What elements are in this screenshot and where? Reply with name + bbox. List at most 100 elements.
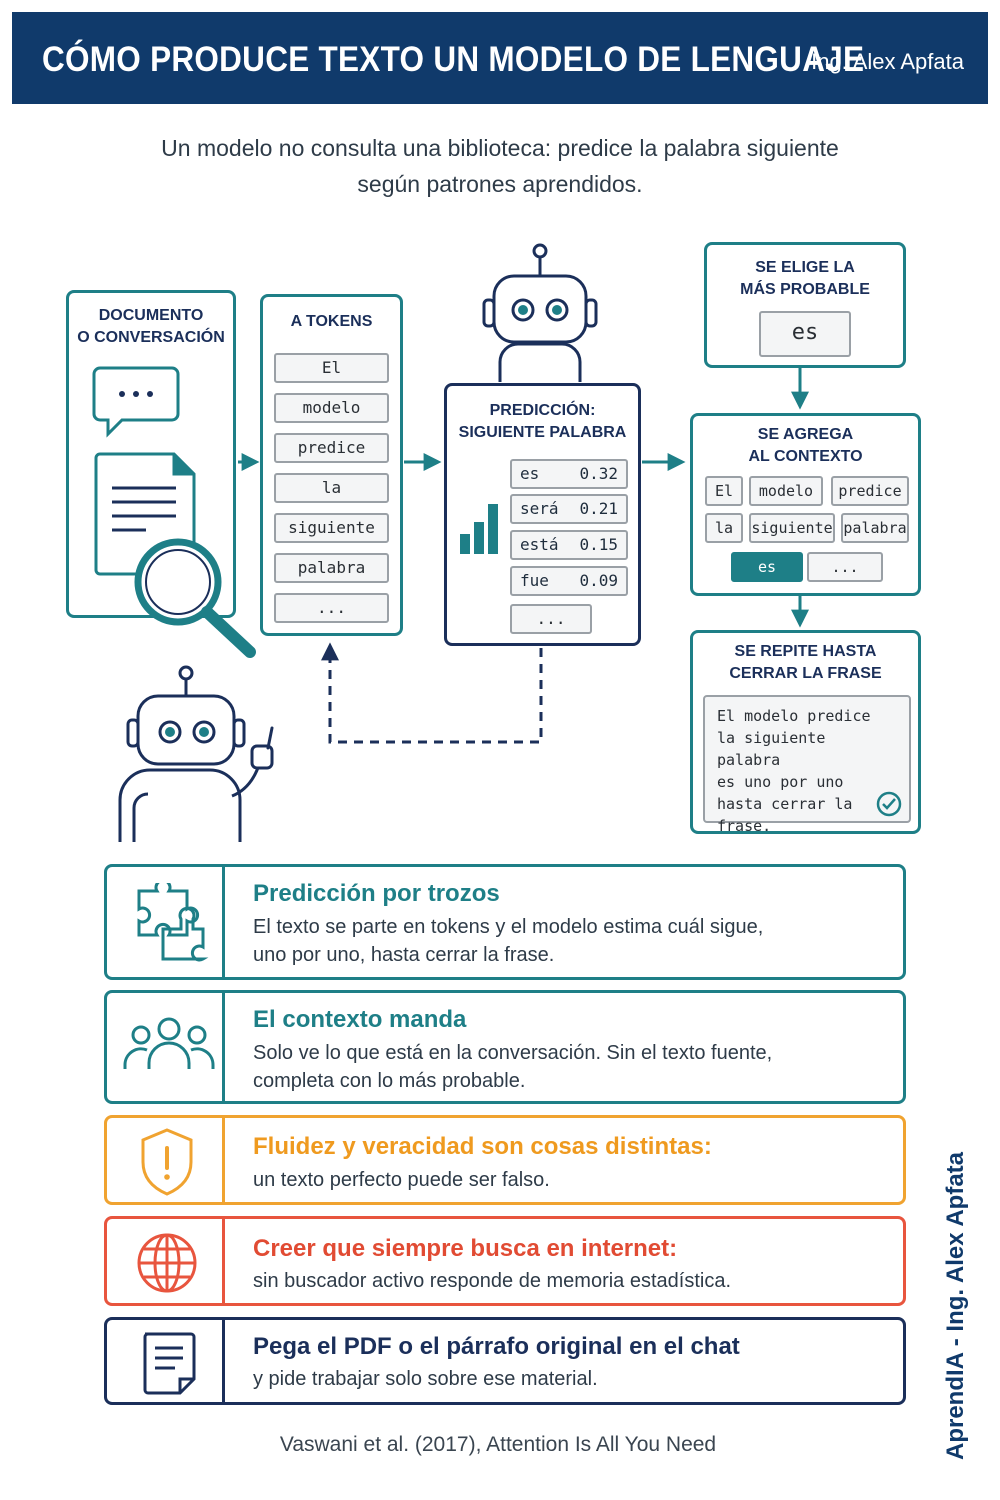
token-item: modelo	[274, 393, 389, 423]
context-label-line-2: AL CONTEXTO	[748, 448, 863, 465]
prediction-label: PREDICCIÓN: SIGUIENTE PALABRA	[447, 400, 638, 444]
header-bar: CÓMO PRODUCE TEXTO UN MODELO DE LENGUAJE…	[12, 12, 988, 104]
card-text-line: y pide trabajar solo sobre ese material.	[253, 1368, 598, 1390]
prediction-box: PREDICCIÓN: SIGUIENTE PALABRA es 0.32 se…	[444, 383, 641, 646]
candidate-word: es	[520, 464, 540, 483]
subtitle-line-1: Un modelo no consulta una biblioteca: pr…	[161, 135, 839, 161]
card-text-line: Solo ve lo que está en la conversación. …	[253, 1042, 773, 1064]
document-illustration	[92, 366, 256, 658]
candidate-word: será	[520, 499, 559, 518]
info-card-internet: Creer que siempre busca en internet: sin…	[104, 1216, 906, 1306]
card-icon-cell	[107, 1219, 225, 1303]
info-card-prediction: Predicción por trozos El texto se parte …	[104, 864, 906, 980]
document-label-line-2: O CONVERSACIÓN	[77, 329, 225, 346]
context-token: El	[705, 476, 743, 506]
candidate-probability: 0.32	[579, 464, 618, 483]
prediction-more: ...	[510, 604, 592, 634]
repeat-box: SE REPITE HASTA CERRAR LA FRASE El model…	[690, 630, 921, 835]
prediction-label-line-1: PREDICCIÓN:	[489, 402, 596, 419]
token-item: predice	[274, 433, 389, 463]
vertical-credit: AprendIA - Ing. Alex Apfata	[942, 1151, 969, 1460]
context-label-line-1: SE AGREGA	[757, 426, 854, 443]
chat-bubble-icon	[92, 366, 180, 438]
probability-row: será 0.21	[510, 494, 628, 524]
candidate-probability: 0.09	[579, 571, 618, 590]
tokens-label: A TOKENS	[290, 313, 373, 330]
context-token: la	[705, 513, 743, 543]
token-item: palabra	[274, 553, 389, 583]
header-author: Ing. Alex Apfata	[811, 49, 964, 74]
context-token: predice	[831, 476, 909, 506]
card-text-line: El texto se parte en tokens y el modelo …	[253, 916, 764, 938]
card-title: Creer que siempre busca en internet:	[253, 1235, 678, 1262]
info-card-context: El contexto manda Solo ve lo que está en…	[104, 990, 906, 1104]
result-line: hasta cerrar la	[717, 795, 853, 813]
subtitle-line-2: según patrones aprendidos.	[357, 171, 643, 197]
context-more: ...	[807, 552, 883, 582]
repeat-label-line-2: CERRAR LA FRASE	[729, 665, 882, 682]
repeat-label-line-1: SE REPITE HASTA	[734, 643, 877, 660]
page-title: CÓMO PRODUCE TEXTO UN MODELO DE LENGUAJE	[42, 40, 865, 79]
document-icon	[143, 1332, 196, 1395]
chosen-label-line-1: SE ELIGE LA	[755, 259, 855, 276]
document-label: DOCUMENTO O CONVERSACIÓN	[69, 305, 233, 349]
card-text-line: sin buscador activo responde de memoria …	[253, 1270, 732, 1292]
token-item: siguiente	[274, 513, 389, 543]
info-card-pdf: Pega el PDF o el párrafo original en el …	[104, 1317, 906, 1405]
card-title: Pega el PDF o el párrafo original en el …	[253, 1333, 740, 1360]
candidate-probability: 0.21	[579, 499, 618, 518]
result-line: frase.	[717, 817, 772, 835]
chosen-box: SE ELIGE LA MÁS PROBABLE es	[704, 242, 906, 368]
candidate-word: fue	[520, 571, 549, 590]
card-text-line: un texto perfecto puede ser falso.	[253, 1169, 550, 1191]
candidate-word: está	[520, 535, 559, 554]
context-token: modelo	[749, 476, 823, 506]
tokens-box: A TOKENS El modelo predice la siguiente …	[260, 294, 403, 636]
citation-footer: Vaswani et al. (2017), Attention Is All …	[279, 1433, 717, 1456]
probability-row: está 0.15	[510, 530, 628, 560]
context-box: SE AGREGA AL CONTEXTO El modelo predice …	[690, 413, 921, 596]
check-circle-icon	[876, 791, 902, 817]
loop-back-arrow	[321, 642, 543, 744]
card-icon-cell	[107, 1118, 225, 1202]
pointing-robot-icon	[118, 665, 274, 842]
probability-row: es 0.32	[510, 459, 628, 489]
context-token: palabra	[841, 513, 909, 543]
info-card-fluency: Fluidez y veracidad son cosas distintas:…	[104, 1115, 906, 1205]
shield-warning-icon	[141, 1128, 193, 1196]
robot-head-icon	[482, 243, 598, 382]
card-title: Fluidez y veracidad son cosas distintas:	[253, 1133, 712, 1160]
flow-arrows	[238, 368, 809, 744]
result-line: El modelo predice	[717, 707, 871, 725]
puzzle-icon	[137, 883, 209, 962]
prediction-label-line-2: SIGUIENTE PALABRA	[458, 424, 627, 441]
globe-icon	[137, 1233, 197, 1293]
card-text-line: completa con lo más probable.	[253, 1070, 526, 1092]
bar-chart-icon	[460, 504, 498, 554]
card-title: Predicción por trozos	[253, 880, 500, 907]
chosen-label: SE ELIGE LA MÁS PROBABLE	[707, 257, 903, 301]
candidate-probability: 0.15	[579, 535, 618, 554]
card-icon-cell	[107, 1320, 225, 1402]
chosen-label-line-2: MÁS PROBABLE	[740, 281, 870, 298]
document-label-line-1: DOCUMENTO	[98, 307, 204, 324]
magnifier-icon	[134, 538, 256, 658]
result-sentence: El modelo predice la siguiente palabra e…	[703, 695, 911, 835]
chosen-word: es	[759, 311, 851, 357]
result-line: la siguiente palabra	[717, 729, 826, 769]
result-line: es uno por uno	[717, 773, 844, 791]
token-item: El	[274, 353, 389, 383]
card-title: El contexto manda	[253, 1006, 467, 1033]
probability-row: fue 0.09	[510, 566, 628, 596]
token-item: la	[274, 473, 389, 503]
card-icon-cell	[107, 867, 225, 977]
context-token: siguiente	[749, 513, 835, 543]
people-icon	[123, 1017, 215, 1069]
context-new-token: es	[731, 552, 803, 582]
context-label: SE AGREGA AL CONTEXTO	[693, 424, 918, 468]
token-item: ...	[274, 593, 389, 623]
repeat-label: SE REPITE HASTA CERRAR LA FRASE	[693, 641, 918, 685]
subtitle: Un modelo no consulta una biblioteca: pr…	[100, 130, 900, 202]
card-text-line: uno por uno, hasta cerrar la frase.	[253, 944, 555, 966]
card-icon-cell	[107, 993, 225, 1101]
